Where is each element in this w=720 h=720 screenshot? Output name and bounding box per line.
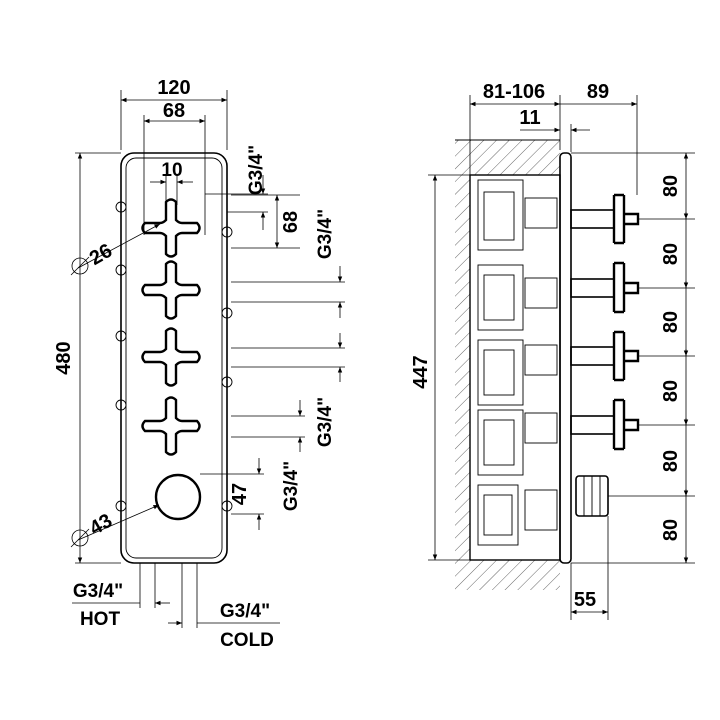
cross-handle-2	[141, 260, 201, 320]
port-bottom-right-label: G3/4"	[281, 461, 302, 511]
spacing-5-label: 80	[660, 450, 682, 472]
dim-port-pitch: 68	[231, 194, 302, 249]
spacing-2-label: 80	[660, 243, 682, 265]
faceplate-outline	[120, 152, 228, 564]
faceplate-side	[559, 152, 572, 564]
spacing-1-label: 80	[660, 175, 682, 197]
dim-handle-diameter-label: 26	[86, 240, 116, 270]
side-view: 81-106 89 11 447	[410, 81, 695, 620]
valve-body	[469, 174, 561, 561]
port-lower-right-label: G3/4"	[315, 397, 336, 447]
dim-body-height-label: 447	[410, 355, 432, 388]
dim-inlets: G3/4" HOT G3/4" COLD	[72, 563, 280, 651]
inlet-cold-label: COLD	[220, 630, 274, 651]
spacing-4-label: 80	[660, 380, 682, 402]
dim-depth-wall-label: 81-106	[483, 81, 545, 103]
side-bosses	[115, 201, 233, 512]
knob-offset-label: 47	[229, 483, 251, 505]
dim-handle-diameter: 26	[70, 223, 161, 276]
dim-knob-diameter: 43	[70, 504, 160, 548]
inlet-hot-label: HOT	[80, 609, 121, 630]
thermostat-knob	[154, 473, 202, 521]
faceplate-inner	[125, 157, 223, 559]
dim-handle-offset-label: 10	[161, 160, 182, 181]
side-handles	[570, 193, 640, 517]
dim-spacings: 80 80 80 80 80 80	[571, 152, 695, 564]
dim-port-top-right: G3/4"	[205, 145, 268, 230]
dim-width-total: 120	[120, 77, 228, 150]
cross-handle-1	[141, 198, 201, 258]
port-mid-right-label: G3/4"	[315, 209, 336, 259]
dim-width-inner-label: 68	[163, 100, 185, 122]
dim-port-mid-right: G3/4"	[231, 209, 345, 382]
port-top-right-label: G3/4"	[246, 145, 267, 195]
inlet-cold-size: G3/4"	[220, 601, 270, 622]
dim-knob-depth-label: 55	[574, 589, 596, 611]
dim-width-inner: 68	[143, 100, 206, 235]
dim-plate-thickness-label: 11	[519, 107, 540, 129]
dim-handle-offset: 10	[150, 160, 193, 205]
dim-knob-diameter-label: 43	[86, 510, 116, 540]
spacing-6-label: 80	[660, 519, 682, 541]
cartridges	[477, 179, 558, 546]
front-view: 120 68 10 26 480	[53, 77, 345, 651]
dim-port-lower-right: G3/4"	[231, 397, 336, 452]
dim-depths: 81-106 89	[469, 81, 638, 195]
cross-handle-4	[141, 396, 201, 456]
spacing-3-label: 80	[660, 311, 682, 333]
dim-port-bottom-right: G3/4" 47	[200, 458, 302, 530]
dim-height-total: 480	[53, 152, 121, 564]
dim-body-height: 447	[410, 174, 478, 561]
cross-handle-3	[141, 327, 201, 387]
dim-height-total-label: 480	[53, 341, 75, 374]
dim-width-total-label: 120	[157, 77, 190, 99]
dim-depth-front-label: 89	[587, 81, 609, 103]
inlet-hot-size: G3/4"	[73, 581, 123, 602]
dim-plate-thickness: 11	[519, 107, 590, 152]
port-pitch-label: 68	[280, 211, 302, 233]
dim-knob-depth: 55	[570, 516, 609, 620]
